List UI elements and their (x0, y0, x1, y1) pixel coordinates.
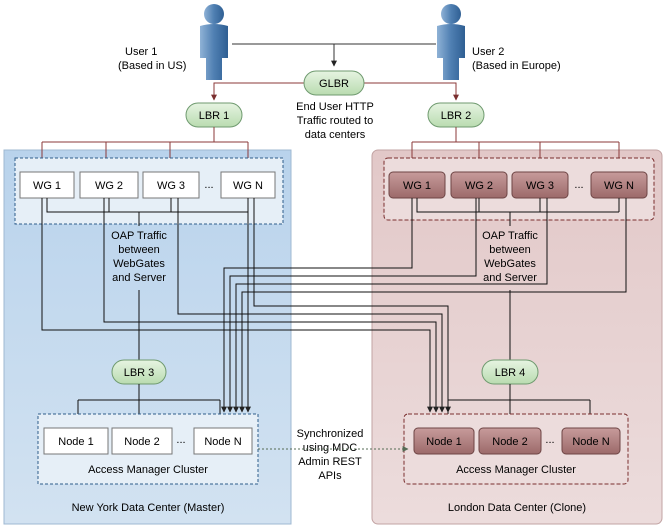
london-wg1-label: WG 1 (403, 180, 431, 192)
glbr-node (303, 70, 365, 96)
user1-name: User 1 (125, 46, 157, 58)
london-oap-note-line3: WebGates (484, 258, 536, 270)
ny-wg3-label: WG 3 (157, 180, 185, 192)
london-oap-note-line1: OAP Traffic (482, 230, 538, 242)
london-lbr-bottom-label: LBR 4 (495, 367, 526, 379)
ny-noden (193, 427, 253, 455)
user1-location: (Based in US) (118, 60, 186, 72)
ny-wg-ellipsis: ... (204, 179, 213, 191)
ny-datacenter-label: New York Data Center (Master) (72, 502, 225, 514)
ny-node-ellipsis: ... (176, 434, 185, 446)
ny-oap-note-line1: OAP Traffic (111, 230, 167, 242)
ny-cluster-label: Access Manager Cluster (88, 464, 208, 476)
london-noden-label: Node N (572, 436, 609, 448)
user2-location: (Based in Europe) (472, 60, 561, 72)
london-wg3-label: WG 3 (526, 180, 554, 192)
london-node2 (478, 427, 542, 455)
london-wgn-label: WG N (604, 180, 634, 192)
london-wg-ellipsis: ... (574, 179, 583, 191)
london-node1 (413, 427, 475, 455)
ny-node1 (43, 427, 109, 455)
traffic-note-line2: Traffic routed to (297, 115, 373, 127)
london-oap-note-line4: and Server (483, 272, 537, 284)
sync-note-line2: using MDC (303, 442, 357, 454)
ny-wg2-label: WG 2 (95, 180, 123, 192)
user1-person-icon (200, 4, 228, 80)
london-lbr-top-label: LBR 2 (441, 110, 472, 122)
traffic-note-line1: End User HTTP (296, 101, 374, 113)
sync-note-line4: APIs (318, 470, 342, 482)
london-oap-note-line2: between (489, 244, 531, 256)
london-datacenter-label: London Data Center (Clone) (448, 502, 586, 514)
ny-node1-label: Node 1 (58, 436, 93, 448)
london-node2-label: Node 2 (492, 436, 527, 448)
ny-noden-label: Node N (204, 436, 241, 448)
ny-wgn (220, 171, 276, 199)
user2-name: User 2 (472, 46, 504, 58)
glbr-label: GLBR (319, 78, 349, 90)
ny-wgn-label: WG N (233, 180, 263, 192)
london-noden (561, 427, 621, 455)
user2-person-icon (437, 4, 465, 80)
london-wg2-label: WG 2 (465, 180, 493, 192)
ny-wg3 (142, 171, 200, 199)
london-node-ellipsis: ... (545, 434, 554, 446)
sync-note-line3: Admin REST (298, 456, 362, 468)
ny-oap-note-line2: between (118, 244, 160, 256)
ny-lbr-bottom-label: LBR 3 (124, 367, 155, 379)
ny-oap-note-line4: and Server (112, 272, 166, 284)
sync-note-line1: Synchronized (297, 428, 364, 440)
london-node1-label: Node 1 (426, 436, 461, 448)
ny-wg1-label: WG 1 (33, 180, 61, 192)
ny-lbr-top-label: LBR 1 (199, 110, 230, 122)
london-cluster-label: Access Manager Cluster (456, 464, 576, 476)
ny-node2 (111, 427, 173, 455)
ny-node2-label: Node 2 (124, 436, 159, 448)
ny-oap-note-line3: WebGates (113, 258, 165, 270)
traffic-note-line3: data centers (305, 129, 366, 141)
